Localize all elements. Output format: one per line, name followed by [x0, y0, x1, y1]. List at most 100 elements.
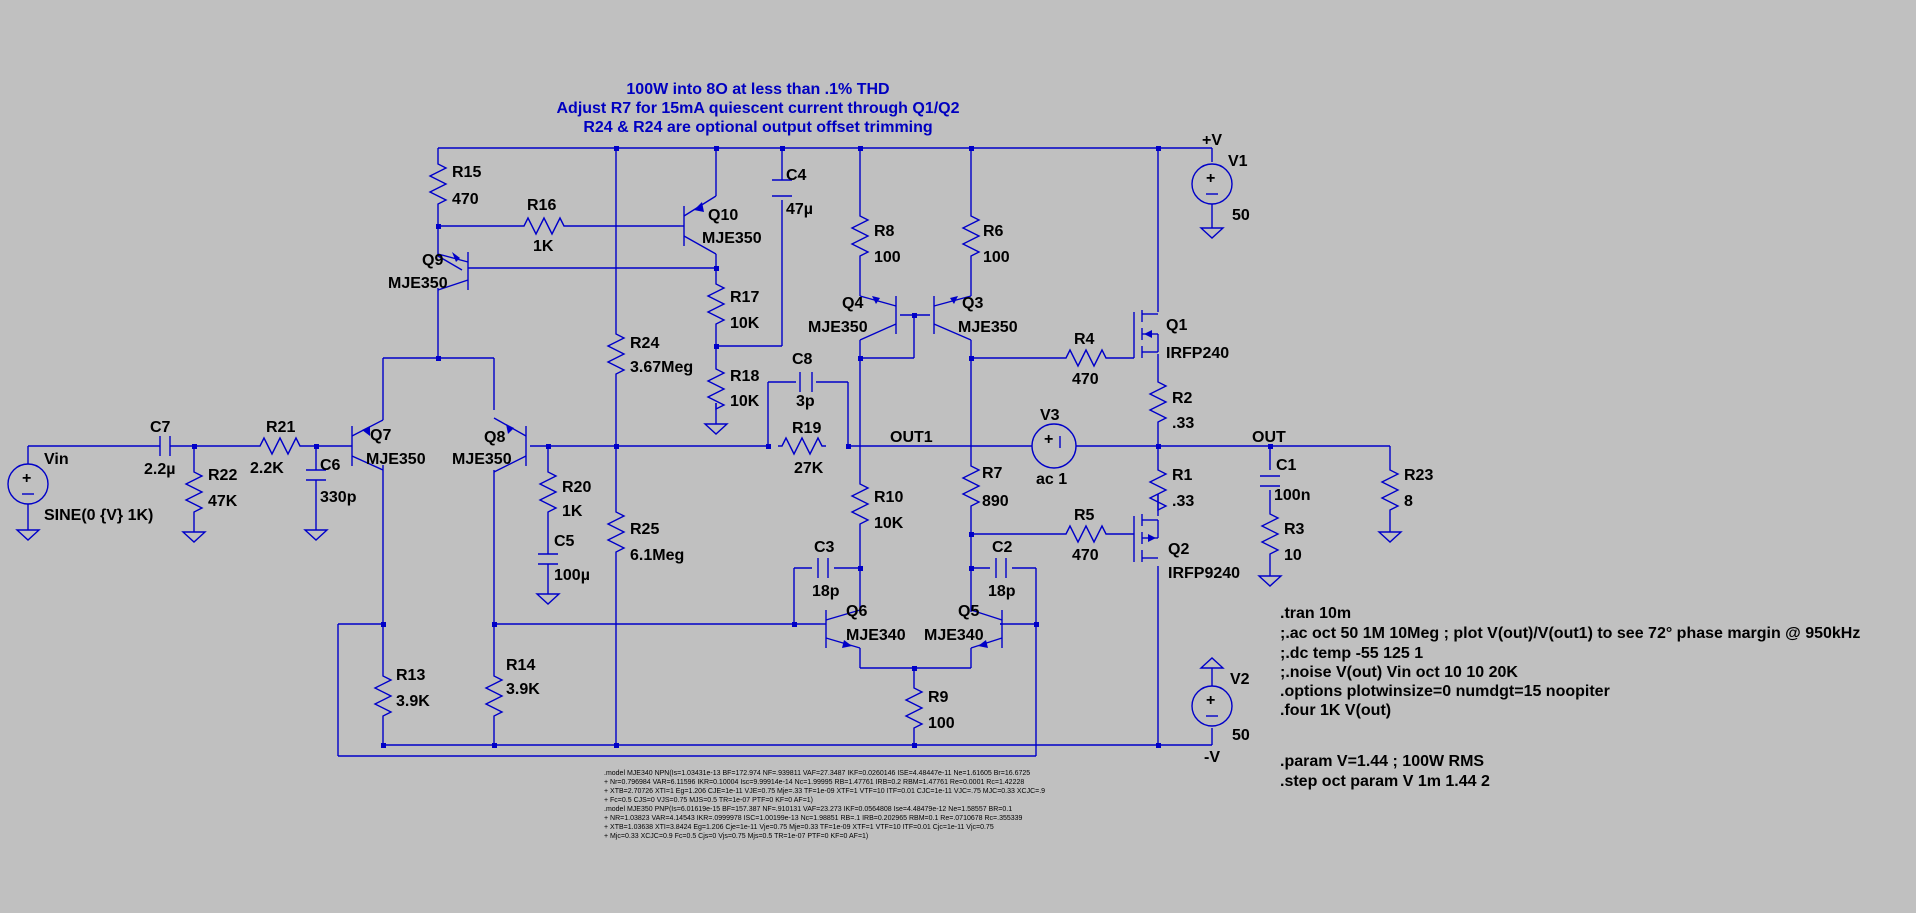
r23-resistor[interactable]: R23 8 [1378, 466, 1433, 543]
q3-name: Q3 [962, 295, 983, 312]
out-label: OUT [1252, 429, 1286, 446]
r16-resistor[interactable]: R16 1K [520, 197, 570, 255]
c8-name: C8 [792, 351, 813, 368]
v1-name: V1 [1228, 153, 1248, 170]
spice-directives[interactable]: .tran 10m ;.ac oct 50 1M 10Meg ; plot V(… [1280, 605, 1860, 790]
r10-resistor[interactable]: R10 10K [850, 480, 904, 532]
c2-value: 18p [988, 583, 1016, 600]
r9-resistor[interactable]: R9 100 [904, 684, 955, 734]
c2-capacitor[interactable]: C2 18p [988, 539, 1016, 600]
r17-name: R17 [730, 289, 759, 306]
r14-value: 3.9K [506, 681, 540, 698]
r1-resistor[interactable]: R1 .33 [1148, 466, 1194, 512]
r23-name: R23 [1404, 467, 1433, 484]
r2-value: .33 [1172, 415, 1194, 432]
r19-value: 27K [794, 460, 824, 477]
junctions [192, 146, 1273, 748]
v1-plus-icon: + [1206, 170, 1215, 187]
directive-line: .tran 10m [1280, 605, 1351, 622]
c3-capacitor[interactable]: C3 18p [812, 539, 840, 600]
r3-resistor[interactable]: R3 10 [1258, 510, 1305, 587]
q7-transistor[interactable]: Q7 MJE350 [351, 419, 426, 471]
r25-resistor[interactable]: R25 6.1Meg [606, 508, 684, 564]
q10-transistor[interactable]: Q10 MJE350 [680, 195, 762, 255]
vin-source[interactable]: + Vin SINE(0 {V} 1K) [7, 446, 153, 541]
r20-resistor[interactable]: R20 1K [538, 468, 591, 520]
c8-capacitor[interactable]: C8 3p [792, 351, 815, 410]
r21-value: 2.2K [250, 460, 284, 477]
model-line: .model MJE350 PNP(Is=6.01619e-15 BF=157.… [604, 806, 1012, 813]
r19-resistor[interactable]: R19 27K [778, 420, 826, 477]
q10-name: Q10 [708, 207, 738, 224]
q9-value: MJE350 [388, 275, 448, 292]
r8-value: 100 [874, 249, 901, 266]
q6-transistor[interactable]: Q6 MJE340 [820, 603, 906, 649]
r24-resistor[interactable]: R24 3.67Meg [606, 330, 693, 380]
q7-value: MJE350 [366, 451, 426, 468]
q2-value: IRFP9240 [1168, 565, 1240, 582]
model-line: + XTB=2.70726 XTI=1 Eg=1.206 CJE=1e-11 V… [604, 788, 1045, 795]
c4-capacitor[interactable]: C4 47µ [772, 167, 813, 218]
v1-source[interactable]: + V1 50 [1191, 153, 1250, 239]
r21-name: R21 [266, 419, 295, 436]
directive-line: .options plotwinsize=0 numdgt=15 noopite… [1280, 683, 1610, 700]
r5-name: R5 [1074, 507, 1095, 524]
v2-value: 50 [1232, 727, 1250, 744]
v2-source[interactable]: + V2 50 [1191, 657, 1250, 744]
q3-transistor[interactable]: Q3 MJE350 [933, 295, 1018, 341]
directive-line: .four 1K V(out) [1280, 702, 1391, 719]
r22-resistor[interactable]: R22 47K [182, 467, 238, 543]
c5-capacitor[interactable]: C5 100µ [536, 533, 590, 605]
c1-capacitor[interactable]: C1 100n [1260, 457, 1310, 504]
header-note-2: Adjust R7 for 15mA quiescent current thr… [556, 100, 959, 117]
model-line: .model MJE340 NPN(Is=1.03431e-13 BF=172.… [604, 770, 1030, 777]
v3-plus-icon: + [1044, 431, 1053, 448]
q4-name: Q4 [842, 295, 863, 312]
r2-resistor[interactable]: R2 .33 [1148, 378, 1194, 432]
r10-name: R10 [874, 489, 903, 506]
r25-value: 6.1Meg [630, 547, 684, 564]
r13-resistor[interactable]: R13 3.9K [373, 667, 430, 722]
c6-capacitor[interactable]: C6 330p [304, 457, 357, 541]
plus-v-label: +V [1202, 132, 1222, 149]
q9-transistor[interactable]: Q9 MJE350 [388, 252, 469, 292]
v3-source[interactable]: + V3 ac 1 [1031, 407, 1077, 488]
model-line: + Fc=0.5 CJS=0 VJS=0.75 MJS=0.5 TR=1e-07… [604, 797, 813, 804]
c2-name: C2 [992, 539, 1013, 556]
r15-resistor[interactable]: R15 470 [428, 160, 481, 210]
r8-resistor[interactable]: R8 100 [850, 212, 901, 266]
q4-transistor[interactable]: Q4 MJE350 [808, 295, 897, 341]
c4-value: 47µ [786, 201, 813, 218]
q5-transistor[interactable]: Q5 MJE340 [924, 603, 1003, 649]
q1-mosfet[interactable]: Q1 IRFP240 [1133, 310, 1229, 362]
r6-resistor[interactable]: R6 100 [961, 212, 1010, 266]
c1-value: 100n [1274, 487, 1310, 504]
model-line: + Mjc=0.33 XCJC=0.9 Fc=0.5 Cjs=0 Vjs=0.7… [604, 833, 868, 840]
r5-resistor[interactable]: R5 470 [1062, 507, 1108, 564]
r7-resistor[interactable]: R7 890 [961, 462, 1009, 512]
v2-plus-icon: + [1206, 692, 1215, 709]
r2-name: R2 [1172, 390, 1193, 407]
r18-resistor[interactable]: R18 10K [704, 365, 760, 435]
r4-name: R4 [1074, 331, 1095, 348]
q8-transistor[interactable]: Q8 MJE350 [452, 417, 527, 473]
r21-resistor[interactable]: R21 2.2K [250, 419, 306, 477]
r13-name: R13 [396, 667, 425, 684]
r8-name: R8 [874, 223, 895, 240]
c4-name: C4 [786, 167, 807, 184]
r25-name: R25 [630, 521, 659, 538]
r4-resistor[interactable]: R4 470 [1062, 331, 1108, 388]
q2-mosfet[interactable]: Q2 IRFP9240 [1133, 514, 1240, 582]
model-definitions[interactable]: .model MJE340 NPN(Is=1.03431e-13 BF=172.… [604, 770, 1045, 840]
v3-value: ac 1 [1036, 471, 1067, 488]
r14-resistor[interactable]: R14 3.9K [484, 657, 540, 722]
r5-value: 470 [1072, 547, 1099, 564]
c1-name: C1 [1276, 457, 1297, 474]
r9-value: 100 [928, 715, 955, 732]
c7-capacitor[interactable]: C7 2.2µ [144, 419, 175, 478]
c5-value: 100µ [554, 567, 590, 584]
q6-value: MJE340 [846, 627, 906, 644]
r17-resistor[interactable]: R17 10K [706, 280, 760, 332]
r10-value: 10K [874, 515, 904, 532]
